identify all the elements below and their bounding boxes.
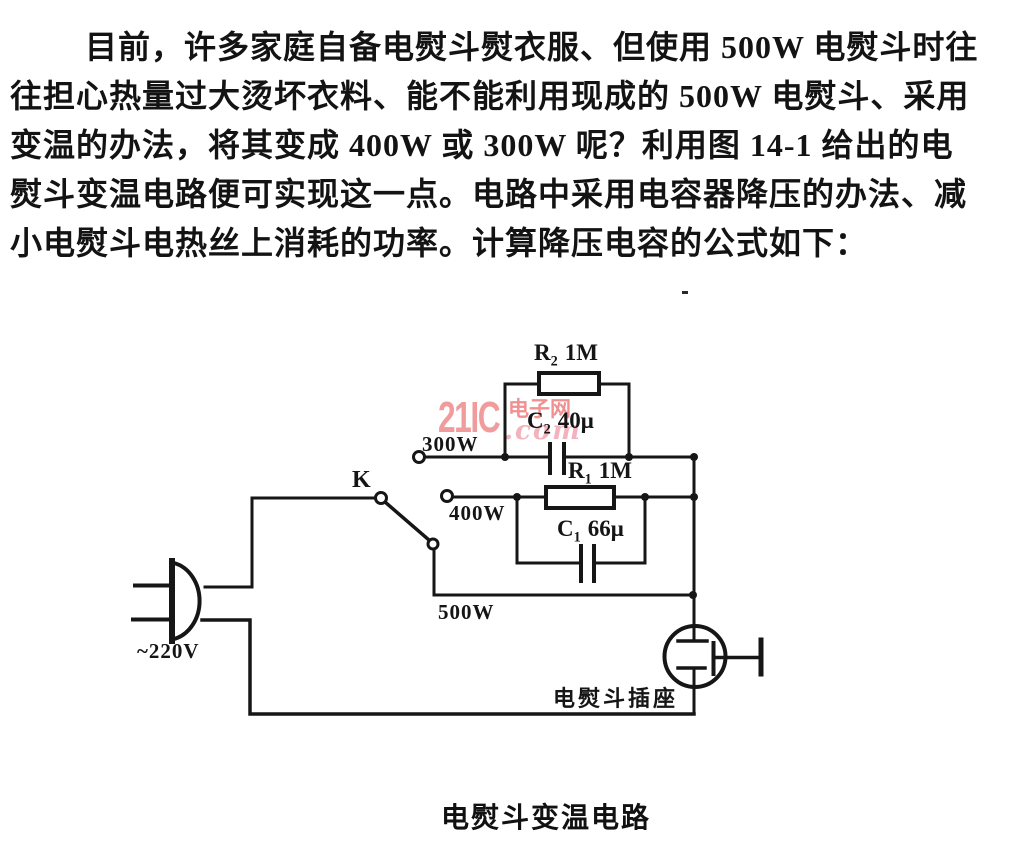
watermark-brand: 21IC [438, 393, 501, 442]
watermark-suffix: .com [504, 416, 582, 446]
label-iron-socket: 电熨斗插座 [553, 686, 679, 711]
terminal-400w [440, 489, 454, 503]
label-tap-400w: 400W [449, 501, 506, 525]
wire-r2-right [597, 382, 631, 459]
terminal-300w [412, 450, 426, 464]
label-tap-300w: 300W [422, 432, 479, 456]
label-supply-voltage: ~220V [137, 639, 200, 663]
wire-r2-left [503, 382, 541, 459]
switch-blade [382, 499, 432, 543]
plug-body-arc [171, 560, 202, 642]
wire-c1-left [515, 495, 582, 565]
wire-500w [432, 547, 695, 597]
watermark-site: 电子网 [508, 398, 571, 421]
paragraph-line-4: 熨斗变温电路便可实现这一点。电路中采用电容器降压的办法、减 [10, 176, 968, 212]
paragraph-line-2: 往担心热量过大烫坏衣料、能不能利用现成的 500W 电熨斗、采用 [10, 78, 970, 114]
junction-dot [641, 493, 649, 501]
wire-c1-right [593, 495, 647, 565]
label-tap-500w: 500W [438, 600, 495, 624]
paragraph-line-3: 变温的办法，将其变成 400W 或 300W 呢？利用图 14-1 给出的电 [10, 127, 954, 163]
wire-bottom-return [200, 618, 696, 716]
figure-caption: 电熨斗变温电路 [441, 803, 652, 834]
junction-dot [689, 591, 697, 599]
resistor-r1 [544, 485, 616, 510]
scan-speck [682, 291, 688, 294]
switch-pivot-contact [374, 491, 388, 505]
junction-dot [513, 493, 521, 501]
paragraph-line-1: 目前，许多家庭自备电熨斗熨衣服、但使用 500W 电熨斗时往 [85, 29, 979, 65]
label-switch-k: K [352, 467, 371, 493]
resistor-r2 [537, 371, 601, 396]
junction-dot [625, 453, 633, 461]
paragraph-line-5: 小电熨斗电热丝上消耗的功率。计算降压电容的公式如下： [10, 225, 869, 261]
junction-dot [501, 453, 509, 461]
wire-plug-to-switch [203, 496, 377, 589]
